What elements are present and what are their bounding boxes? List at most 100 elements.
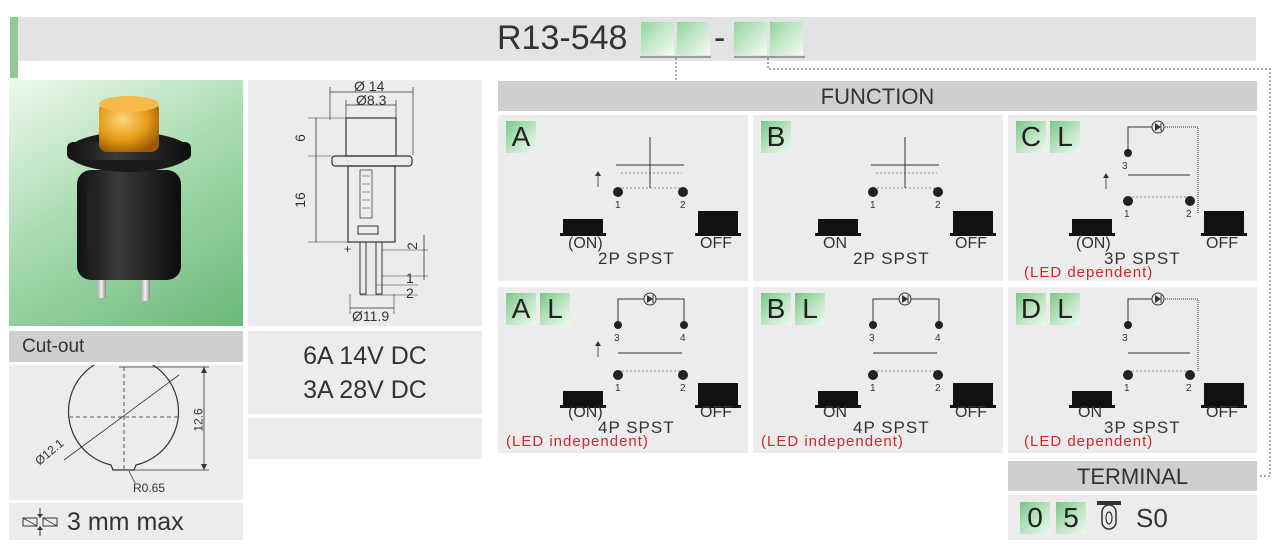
function-letter: L (1050, 293, 1080, 325)
function-cell-a: A 1 2 (ON) OFF 2P SPST (498, 115, 748, 281)
right-state-label: OFF (955, 404, 987, 421)
pin-1: 1 (1124, 209, 1130, 220)
led-note: (LED independent) (506, 433, 649, 450)
cutout-drawing-panel: Ø12.1 12.6 R0.65 (9, 355, 243, 500)
header-accent-bar (10, 17, 18, 78)
thickness-panel: 3 mm max (9, 503, 243, 540)
switch-diagram-al (560, 292, 741, 408)
switch-photo-icon (67, 96, 191, 301)
led-note: (LED dependent) (1024, 433, 1154, 450)
terminal-title-bar (1008, 461, 1257, 491)
function-letter: C (1016, 121, 1046, 153)
dim-pin-gap: 2 (403, 242, 420, 250)
code-slot-4 (770, 22, 803, 55)
pin-2: 2 (1186, 383, 1192, 394)
switch-type: 3P SPST (1104, 249, 1181, 268)
model-code: R13-548 (497, 19, 628, 57)
terminal-title: TERMINAL (1076, 464, 1189, 489)
pin-3: 3 (1122, 161, 1128, 172)
right-state-label: OFF (955, 235, 987, 252)
switch-type: 2P SPST (598, 249, 675, 268)
pin-4: 4 (680, 333, 686, 344)
pin-1: 1 (1124, 383, 1130, 394)
function-letter: L (540, 293, 570, 325)
function-letter: A (506, 293, 536, 325)
function-letter: L (1050, 121, 1080, 153)
cutout-height: 12.6 (191, 408, 206, 432)
cutout-title: Cut-out (22, 336, 85, 357)
pin-2: 2 (680, 200, 686, 211)
function-title-bar (498, 81, 1257, 111)
code-slot-2 (677, 22, 710, 55)
left-state-label: ON (823, 404, 847, 421)
dim-plus-sign: + (344, 242, 352, 256)
function-cell-bl: B L 3 4 1 2 ON OFF 4P SPST (LED independ… (753, 287, 1003, 453)
function-letter: B (761, 121, 791, 153)
pin-1: 1 (615, 200, 621, 211)
function-cell-dl: D L 3 1 2 ON OFF 3P SPST (LED dependent) (1008, 287, 1257, 453)
function-cell-cl: C L 3 1 2 (ON) OFF 3P SPST (LED dependen… (1008, 115, 1257, 281)
pin-3: 3 (869, 333, 875, 344)
blank-panel (248, 418, 482, 459)
side-view-drawing (308, 87, 428, 314)
rating-line-2: 3A 28V DC (303, 376, 427, 404)
dim-base-diameter: Ø11.9 (352, 308, 390, 324)
function-cell-b: B 1 2 ON OFF 2P SPST (753, 115, 1003, 281)
ratings-panel: 6A 14V DC 3A 28V DC (248, 331, 482, 414)
right-state-label: OFF (700, 404, 732, 421)
dim-outer-diameter: Ø 14 (354, 78, 385, 94)
function-title: FUNCTION (820, 84, 935, 109)
right-state-label: OFF (700, 235, 732, 252)
cutout-title-bar (9, 331, 243, 362)
function-cell-al: A L 3 4 1 2 (ON) OFF 4P SPST (LED indepe… (498, 287, 748, 453)
switch-diagram-cl (1069, 120, 1247, 236)
code-slot-3 (734, 22, 767, 55)
terminal-code: S0 (1136, 503, 1168, 533)
terminal-digit: 5 (1056, 502, 1086, 534)
function-letter: L (795, 293, 825, 325)
dim-pin-width-1: 1 (406, 270, 414, 286)
solder-terminal-icon (1097, 501, 1121, 530)
switch-type: 2P SPST (853, 249, 930, 268)
code-separator: - (714, 19, 726, 57)
led-note: (LED independent) (761, 433, 904, 450)
left-state-label: ON (1078, 404, 1102, 421)
switch-diagram-a (560, 137, 741, 236)
dim-inner-diameter: Ø8.3 (356, 92, 387, 108)
dim-pin-width-2: 2 (406, 285, 414, 301)
rating-line-1: 6A 14V DC (303, 342, 427, 370)
left-state-label: (ON) (568, 404, 603, 421)
pin-2: 2 (680, 383, 686, 394)
pin-2: 2 (935, 200, 941, 211)
pin-1: 1 (870, 383, 876, 394)
switch-diagram-dl (1069, 292, 1247, 408)
product-photo (9, 80, 243, 326)
dim-top-height: 6 (291, 134, 308, 142)
pin-1: 1 (615, 383, 621, 394)
pin-3: 3 (614, 333, 620, 344)
switch-diagram-b (815, 137, 996, 236)
pin-4: 4 (935, 333, 941, 344)
cutout-radius: R0.65 (133, 481, 166, 495)
function-letter: A (506, 121, 536, 153)
cutout-drawing (63, 355, 209, 484)
switch-type: 4P SPST (853, 418, 930, 437)
terminal-digit: 0 (1020, 502, 1050, 534)
right-state-label: OFF (1206, 404, 1238, 421)
pin-3: 3 (1122, 333, 1128, 344)
pin-2: 2 (935, 383, 941, 394)
dimension-drawing-panel: Ø 14 Ø8.3 6 16 2 + 1 2 Ø11.9 (248, 78, 482, 326)
pin-1: 1 (870, 200, 876, 211)
function-letter: D (1016, 293, 1046, 325)
panel-thickness-icon (22, 508, 58, 536)
header-band (10, 17, 1256, 61)
switch-type: 4P SPST (598, 418, 675, 437)
right-state-label: OFF (1206, 235, 1238, 252)
switch-diagram-bl (815, 292, 996, 408)
function-letter: B (761, 293, 791, 325)
left-state-label: ON (823, 235, 847, 252)
thickness-value: 3 mm max (67, 508, 184, 536)
pin-2: 2 (1186, 209, 1192, 220)
switch-type: 3P SPST (1104, 418, 1181, 437)
